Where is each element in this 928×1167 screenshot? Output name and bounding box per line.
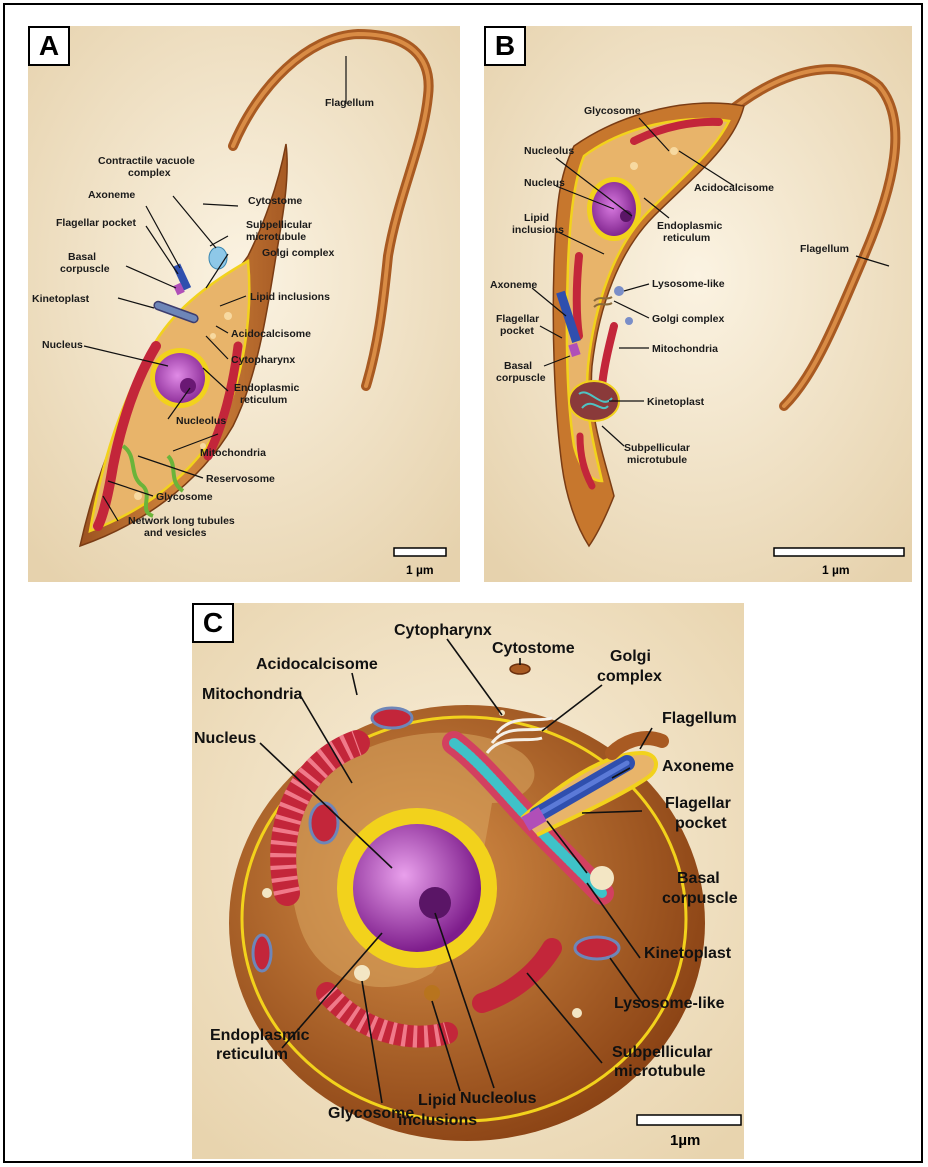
scale-label-b: 1 µm [822, 563, 850, 577]
svg-text:reticulum: reticulum [240, 394, 287, 406]
lipid-inclusion-c [424, 985, 440, 1001]
label-b-flagellar-pocket: Flagellar [496, 313, 539, 325]
glycosome-c [354, 965, 370, 981]
svg-text:reticulum: reticulum [663, 232, 710, 244]
label-b-kinetoplast: Kinetoplast [647, 396, 705, 408]
label-b-subpellicular: Subpellicular [624, 442, 690, 454]
label-a-reservosome: Reservosome [206, 473, 275, 485]
label-b-mitochondria: Mitochondria [652, 343, 718, 355]
svg-text:corpuscle: corpuscle [496, 372, 546, 384]
svg-text:pocket: pocket [500, 325, 534, 337]
label-a-contractile-vacuole: Contractile vacuole [98, 155, 195, 167]
label-a-cytostome: Cytostome [248, 195, 302, 207]
panel-a: Flagellum Contractile vacuole complex Cy… [28, 26, 460, 582]
label-b-acidocalcisome: Acidocalcisome [694, 182, 774, 194]
nucleus-a [155, 353, 205, 403]
label-b-nucleolus: Nucleolus [524, 145, 574, 157]
svg-text:corpuscle: corpuscle [60, 263, 110, 275]
svg-text:corpuscle: corpuscle [662, 890, 738, 907]
panel-letter-c: C [192, 603, 234, 643]
label-c-acidocalcisome: Acidocalcisome [256, 656, 378, 673]
panel-c: Cytopharynx Cytostome Acidocalcisome Gol… [192, 603, 744, 1159]
label-c-basal: Basal [677, 870, 720, 887]
label-a-flagellum: Flagellum [325, 97, 374, 109]
label-c-axoneme: Axoneme [662, 758, 734, 775]
contractile-vacuole-a [209, 247, 227, 269]
label-a-kinetoplast: Kinetoplast [32, 293, 90, 305]
label-a-er: Endoplasmic [234, 382, 300, 394]
label-c-lysosome: Lysosome-like [614, 995, 725, 1012]
scale-bar-c [637, 1115, 741, 1125]
label-a-golgi: Golgi complex [262, 247, 335, 259]
label-c-nucleus: Nucleus [194, 730, 256, 747]
label-c-flagellum: Flagellum [662, 710, 737, 727]
svg-text:microtubule: microtubule [614, 1063, 706, 1080]
label-b-glycosome: Glycosome [584, 105, 641, 117]
svg-text:microtubule: microtubule [627, 454, 687, 466]
label-c-golgi: Golgi [610, 648, 651, 665]
svg-text:reticulum: reticulum [216, 1046, 288, 1063]
scale-label-c: 1µm [670, 1132, 700, 1149]
svg-text:microtubule: microtubule [246, 231, 306, 243]
cytostome-c [510, 664, 530, 674]
label-a-flagellar-pocket: Flagellar pocket [56, 217, 136, 229]
label-b-nucleus: Nucleus [524, 177, 565, 189]
scale-bar-b [774, 548, 904, 556]
scale-label-a: 1 µm [406, 563, 434, 577]
label-a-nucleus: Nucleus [42, 339, 83, 351]
label-b-flagellum: Flagellum [800, 243, 849, 255]
label-c-cytopharynx: Cytopharynx [394, 622, 492, 639]
label-c-glycosome: Glycosome [328, 1105, 414, 1122]
lysosome-c [575, 937, 619, 959]
panel-b: Glycosome Nucleolus Acidocalcisome Nucle… [484, 26, 912, 582]
label-c-subpellicular: Subpellicular [612, 1044, 712, 1061]
svg-text:complex: complex [128, 167, 171, 179]
svg-text:inclusions: inclusions [512, 224, 564, 236]
label-b-lysosome: Lysosome-like [652, 278, 725, 290]
panel-a-illustration: Flagellum Contractile vacuole complex Cy… [28, 26, 460, 582]
panel-letter-a: A [28, 26, 70, 66]
label-b-er: Endoplasmic [657, 220, 723, 232]
label-c-kinetoplast: Kinetoplast [644, 945, 732, 962]
label-a-nucleolus: Nucleolus [176, 415, 226, 427]
label-c-nucleolus: Nucleolus [460, 1090, 537, 1107]
label-c-flagellar-pocket: Flagellar [665, 795, 731, 812]
label-a-subpellicular: Subpellicular [246, 219, 312, 231]
label-c-mitochondria: Mitochondria [202, 686, 303, 703]
label-c-cytostome: Cytostome [492, 640, 575, 657]
panel-c-illustration: Cytopharynx Cytostome Acidocalcisome Gol… [192, 603, 744, 1159]
svg-text:complex: complex [597, 668, 662, 685]
label-b-basal: Basal [504, 360, 532, 372]
nucleus-c [353, 824, 481, 952]
label-a-network: Network long tubules [128, 515, 235, 527]
svg-text:and vesicles: and vesicles [144, 527, 207, 539]
label-b-axoneme: Axoneme [490, 279, 537, 291]
label-c-lipid: Lipid [418, 1092, 456, 1109]
label-a-axoneme: Axoneme [88, 189, 135, 201]
label-a-mitochondria: Mitochondria [200, 447, 266, 459]
scale-bar-a [394, 548, 446, 556]
label-a-acidocalcisome: Acidocalcisome [231, 328, 311, 340]
label-a-cytopharynx: Cytopharynx [231, 354, 295, 366]
label-a-glycosome: Glycosome [156, 491, 213, 503]
panel-letter-b: B [484, 26, 526, 66]
label-c-er: Endoplasmic [210, 1027, 310, 1044]
label-a-basal: Basal [68, 251, 96, 263]
panel-b-illustration: Glycosome Nucleolus Acidocalcisome Nucle… [484, 26, 912, 582]
svg-text:pocket: pocket [675, 815, 727, 832]
label-b-lipid: Lipid [524, 212, 549, 224]
label-a-lipid: Lipid inclusions [250, 291, 330, 303]
label-b-golgi: Golgi complex [652, 313, 725, 325]
